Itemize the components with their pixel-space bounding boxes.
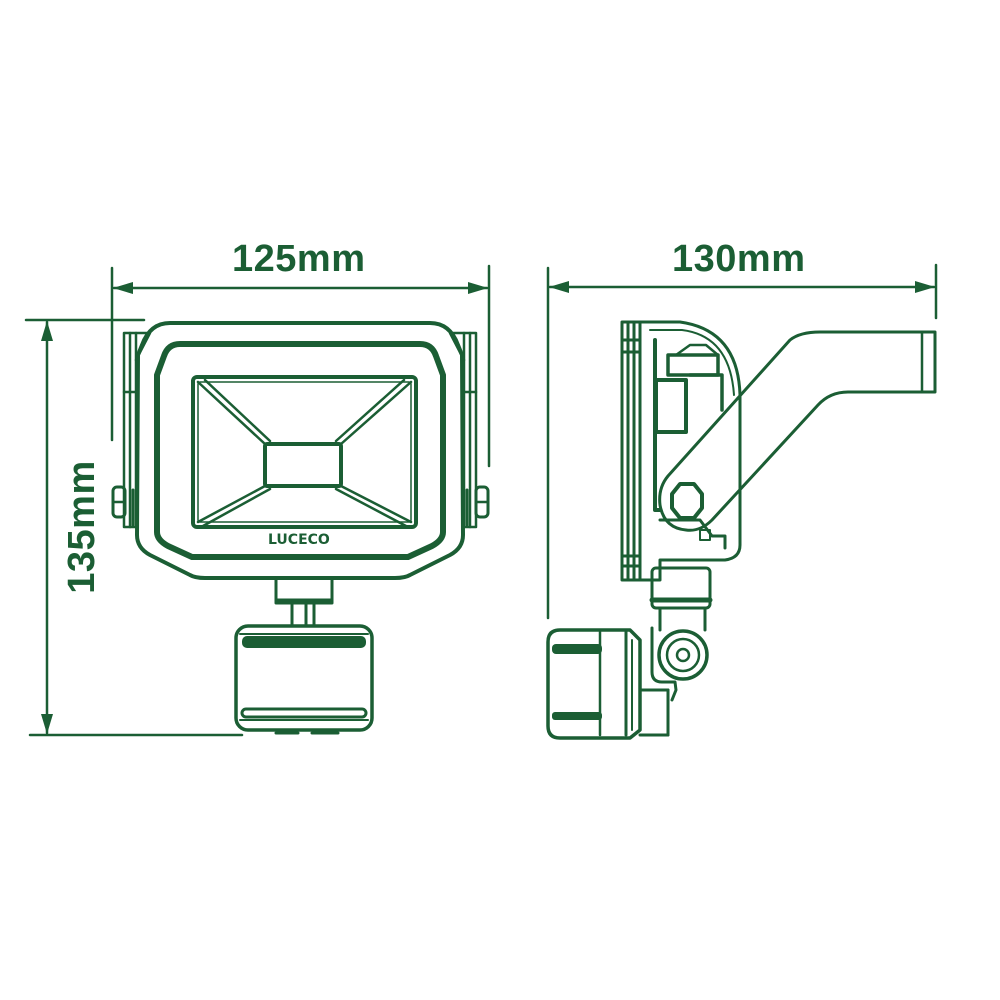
brand-logo: LUCECO (268, 532, 330, 548)
sensor-neck (274, 576, 334, 628)
side-front-plate (620, 320, 642, 582)
side-view (546, 320, 937, 740)
front-width-label: 125mm (232, 238, 366, 280)
right-bracket (448, 331, 490, 529)
led-chip (263, 442, 343, 488)
height-label: 135mm (61, 460, 103, 594)
outer-housing (135, 321, 465, 580)
front-view (111, 321, 490, 735)
left-bracket (111, 331, 152, 529)
dimension-height (24, 318, 244, 737)
inner-bezel (154, 341, 446, 560)
lens (191, 375, 418, 529)
swivel-joint (650, 626, 709, 737)
side-depth-label: 130mm (672, 238, 806, 280)
hex-bolt (670, 482, 704, 520)
side-swivel-neck (649, 566, 713, 632)
pir-sensor-side (546, 628, 670, 740)
pir-sensor-front (234, 624, 374, 735)
dimension-front-width (110, 264, 491, 468)
dimension-side-depth (546, 263, 938, 620)
mounting-bracket-arm (658, 330, 937, 532)
